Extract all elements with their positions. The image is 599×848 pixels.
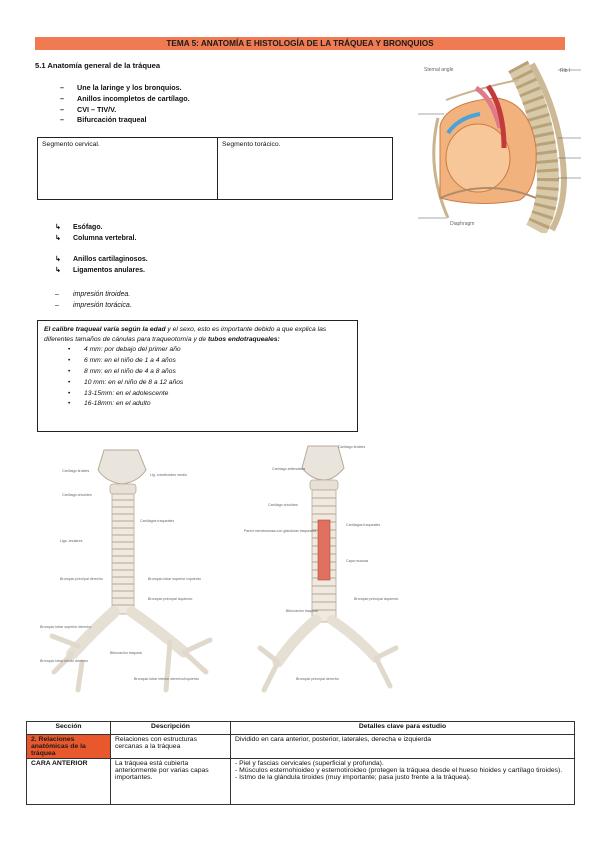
sternal-angle-label: Sternal angle xyxy=(424,67,454,73)
segment-cervical-cell: Segmento cervical. xyxy=(38,138,218,199)
detail-line: Dividido en cara anterior, posterior, la… xyxy=(235,736,432,743)
pared-membranosa-label: Pared membranosa con glándulas traqueale… xyxy=(244,529,317,533)
tiroides-label: Cartílago tiroides xyxy=(338,445,365,449)
aritenoides-label: Cartílago aritenoides xyxy=(272,467,305,471)
dash-marker: – xyxy=(60,93,64,103)
dash-marker: – xyxy=(60,83,64,92)
list-item-text: Columna vertebral. xyxy=(73,235,137,242)
detail-line: - Piel y fascias cervicales (superficial… xyxy=(235,760,384,767)
lig-cricotiroideo-label: Lig. cricotiroideo medio xyxy=(150,473,187,477)
trachea-anterior-illustration: Cartílago tiroides Lig. cricotiroideo me… xyxy=(38,440,228,710)
column-header: Detalles clave para estudio xyxy=(230,721,575,735)
section-cell: 2. Relaciones anatómicas de la tráquea xyxy=(26,734,111,759)
cricoides-label: Cartílago cricoides xyxy=(268,503,298,507)
bronquio-sup-izq-label: Bronquio lobar superior izquierdo xyxy=(148,577,201,581)
dash-marker: – xyxy=(60,115,64,125)
list-item-text: Une la laringe y los bronquios. xyxy=(77,83,182,92)
mucosa-window xyxy=(317,519,331,581)
sagittal-figure: Sternal angle Rib I Diaphragm xyxy=(418,58,581,236)
list-item-text: impresión tiroidea. xyxy=(73,291,131,298)
calibre-list: 4 mm: por debajo del primer año 6 mm: en… xyxy=(44,345,351,410)
relations-table: Sección Descripción Detalles clave para … xyxy=(26,721,575,805)
bronquio-derecho-label: Bronquio principal derecho xyxy=(60,577,103,581)
arrow-icon: ↳ xyxy=(55,267,61,274)
description-cell: La tráquea está cubierta anteriormente p… xyxy=(110,758,231,805)
arrow-icon: ↳ xyxy=(55,224,61,231)
anulares-label: Ligs. anulares xyxy=(60,539,83,543)
list-item: 10 mm: en el niño de 8 a 12 años xyxy=(68,378,351,389)
segment-table: Segmento cervical. Segmento torácico. xyxy=(37,137,393,200)
mucosa-label: Capa mucosa xyxy=(346,559,368,563)
calibre-bold: El calibre traqueal varía según la edad xyxy=(44,326,166,333)
page-title: TEMA 5: ANATOMÍA E HISTOLOGÍA DE LA TRÁQ… xyxy=(35,37,565,50)
description-cell: Relaciones con estructuras cercanas a la… xyxy=(110,734,231,759)
list-item: 16-18mm: en el adulto xyxy=(68,399,351,410)
list-item-text: Anillos incompletos de cartílago. xyxy=(77,93,190,103)
column-header: Sección xyxy=(26,721,111,735)
detail-line: - Istmo de la glándula tiroides (muy imp… xyxy=(235,774,471,781)
dash-marker: – xyxy=(60,104,64,114)
impression-list: – impresión tiroidea. – impresión toráci… xyxy=(55,290,255,312)
bronquio-izquierdo-label: Bronquio principal izquierdo xyxy=(354,597,398,601)
tiroides-label: Cartílago tiroides xyxy=(62,469,89,473)
bifurcacion-label: Bifurcación traqueal xyxy=(286,609,318,613)
bronquio-derecho-label: Bronquio principal derecho xyxy=(296,677,339,681)
detail-line: - Músculos esternohioideo y esternotiroi… xyxy=(235,767,563,774)
trachea-posterior-illustration: Cartílago tiroides Cartílago aritenoides… xyxy=(238,440,408,715)
bronquio-lobar-medio-label: Bronquio lobar medio derecho xyxy=(40,659,88,663)
arrow-list-1: ↳ Esófago. ↳ Columna vertebral. xyxy=(55,223,255,245)
list-item-text: Bifurcación traqueal xyxy=(77,115,147,125)
list-item: 4 mm: por debajo del primer año xyxy=(68,345,351,356)
dash-marker: – xyxy=(55,291,59,298)
details-cell: Dividido en cara anterior, posterior, la… xyxy=(230,734,575,759)
traqueales-label: Cartílagos traqueales xyxy=(140,519,174,523)
list-item-text: impresión torácica. xyxy=(73,302,132,309)
diaphragm-label: Diaphragm xyxy=(450,221,474,227)
list-item: 6 mm: en el niño de 1 a 4 años xyxy=(68,356,351,367)
table-header-row: Sección Descripción Detalles clave para … xyxy=(26,721,575,735)
table-row: 2. Relaciones anatómicas de la tráquea R… xyxy=(26,734,575,759)
bronquio-lobar-sup-label: Bronquio lobar superior derecho xyxy=(40,625,91,629)
trachea-rings xyxy=(111,493,135,615)
bronquio-inferior-label: Bronquio lobar inferior derecho/izquierd… xyxy=(134,677,199,681)
cricoides-label: Cartílago cricoides xyxy=(62,493,92,497)
list-item-text: Esófago. xyxy=(73,224,103,231)
arrow-list-2: ↳ Anillos cartilaginosos. ↳ Ligamentos a… xyxy=(55,255,255,277)
traqueales-label: Cartílagos traqueales xyxy=(346,523,380,527)
calibre-paragraph: El calibre traqueal varía según la edad … xyxy=(44,325,351,345)
bronquio-izquierdo-label: Bronquio principal izquierdo xyxy=(148,597,192,601)
calibre-bold-end: tubos endotraqueales: xyxy=(207,336,280,344)
sagittal-illustration: Sternal angle Rib I Diaphragm xyxy=(418,58,581,236)
section-heading: 5.1 Anatomía general de la tráquea xyxy=(35,61,161,70)
segment-toracico-cell: Segmento torácico. xyxy=(222,141,281,148)
list-item-text: CVI – TIV/V. xyxy=(77,104,117,114)
details-cell: - Piel y fascias cervicales (superficial… xyxy=(230,758,575,805)
list-item: 13-15mm: en el adolescente xyxy=(68,389,351,400)
calibre-box: El calibre traqueal varía según la edad … xyxy=(37,320,358,432)
arrow-icon: ↳ xyxy=(55,235,61,242)
bullet-list: – Une la laringe y los bronquios. – Anil… xyxy=(60,83,260,128)
section-cell: CARA ANTERIOR xyxy=(26,758,111,805)
list-item-text: Anillos cartilaginosos. xyxy=(73,256,148,263)
bifurcacion-label: Bifurcación traqueal xyxy=(110,651,142,655)
rib-label: Rib I xyxy=(560,68,570,74)
trachea-posterior-figure: Cartílago tiroides Cartílago aritenoides… xyxy=(238,440,408,715)
list-item: 8 mm: en el niño de 4 a 8 años xyxy=(68,367,351,378)
dash-marker: – xyxy=(55,302,59,309)
vertebral-column xyxy=(508,60,568,236)
calibre-text: y el sexo, esto es importante debido a q… xyxy=(44,326,327,344)
table-row: CARA ANTERIOR La tráquea está cubierta a… xyxy=(26,758,575,805)
arrow-icon: ↳ xyxy=(55,256,61,263)
list-item-text: Ligamentos anulares. xyxy=(73,267,145,274)
trachea-anterior-figure: Cartílago tiroides Lig. cricotiroideo me… xyxy=(38,440,228,710)
column-header: Descripción xyxy=(110,721,231,735)
